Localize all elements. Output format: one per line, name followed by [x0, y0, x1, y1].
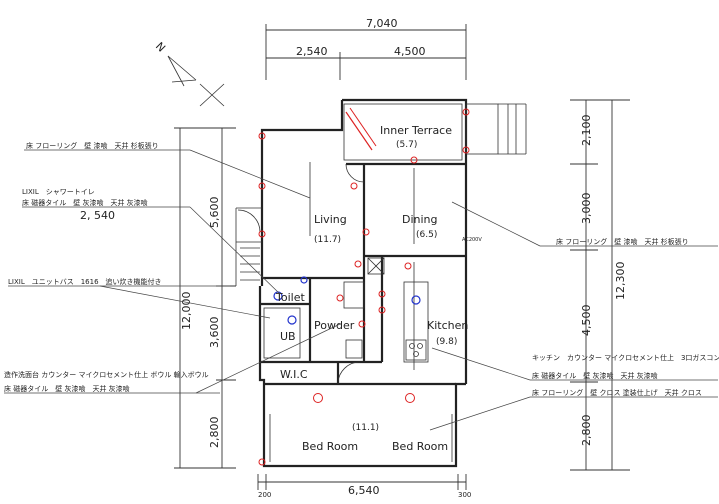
top-dimensions: 7,040 2,540 4,500 [265, 17, 467, 80]
right-dimensions: 2,100 3,000 12,300 4,500 2,800 [570, 99, 630, 471]
room-living: Living [314, 213, 347, 226]
ac-label: AC200V [462, 237, 482, 243]
note-dining-finish: 床 フローリング 壁 漆喰 天井 杉板張り [556, 237, 689, 246]
note-living-finish: 床 フローリング 壁 漆喰 天井 杉板張り [26, 141, 159, 150]
room-living-area: (11.7) [314, 235, 341, 245]
dim-right-2: 3,000 [580, 193, 593, 225]
bottom-dimensions: 200 6,540 300 [257, 474, 471, 499]
leader-lines [4, 149, 718, 431]
room-dining: Dining [402, 213, 438, 226]
note-bedroom-finish: 床 フローリング 壁 クロス 塗装仕上げ 天井 クロス [532, 388, 702, 397]
dim-left-upper: 5,600 [208, 197, 221, 229]
room-inner-terrace-area: (5.7) [396, 140, 417, 150]
dim-left-mid: 3,600 [208, 317, 221, 349]
dim-bottom-left: 200 [258, 491, 271, 499]
room-inner-terrace: Inner Terrace [380, 124, 452, 137]
interior-details [235, 103, 527, 462]
note-kitchen-finish: 床 磁器タイル 壁 灰漆喰 天井 灰漆喰 [532, 371, 658, 380]
dim-left-total: 12,000 [180, 292, 193, 331]
note-toilet-finish: 床 磁器タイル 壁 灰漆喰 天井 灰漆喰 [22, 198, 148, 207]
note-toilet-model: LIXIL シャワートイレ [22, 188, 95, 196]
dim-right-4: 2,800 [580, 415, 593, 447]
dim-bottom-right: 300 [458, 491, 471, 499]
room-ub: UB [280, 330, 296, 343]
note-powder-finish: 床 磁器タイル 壁 灰漆喰 天井 灰漆喰 [4, 384, 130, 393]
north-arrow-icon: N [153, 40, 225, 107]
note-unitbath: LIXIL ユニットバス 1616 追い炊き機能付き [8, 277, 162, 286]
room-powder: Powder [314, 319, 355, 332]
walls [258, 98, 468, 468]
left-dimensions: 5,600 12,000 3,600 2,800 [174, 127, 236, 469]
fixture-markers [258, 108, 470, 466]
dim-left-lower: 2,800 [208, 417, 221, 449]
room-bedroom-right: Bed Room [392, 440, 448, 453]
room-bedroom-left: Bed Room [302, 440, 358, 453]
dim-right-total: 12,300 [614, 262, 627, 301]
room-labels: Inner Terrace (5.7) Living (11.7) Dining… [275, 124, 468, 453]
annotations: 床 フローリング 壁 漆喰 天井 杉板張り LIXIL シャワートイレ 床 磁器… [4, 141, 719, 397]
dim-top-left: 2,540 [296, 45, 328, 58]
dim-bottom-mid: 6,540 [348, 484, 380, 497]
note-kitchen-counter: キッチン カウンター マイクロセメント仕上 3口ガスコンロ [532, 353, 719, 362]
room-dining-area: (6.5) [416, 230, 437, 240]
room-kitchen: Kitchen [427, 319, 468, 332]
note-vanity: 造作洗面台 カウンター マイクロセメント仕上 ボウル 輸入ボウル [4, 370, 209, 379]
dim-top-right: 4,500 [394, 45, 426, 58]
dim-top-total: 7,040 [366, 17, 398, 30]
note-width: 2, 540 [80, 209, 115, 222]
dim-right-1: 2,100 [580, 115, 593, 147]
room-kitchen-area: (9.8) [436, 337, 457, 347]
dim-right-3: 4,500 [580, 305, 593, 337]
room-wic: W.I.C [280, 368, 308, 381]
room-bedroom-area: (11.1) [352, 423, 379, 433]
room-toilet: Toilet [275, 291, 305, 304]
north-label: N [153, 40, 168, 55]
